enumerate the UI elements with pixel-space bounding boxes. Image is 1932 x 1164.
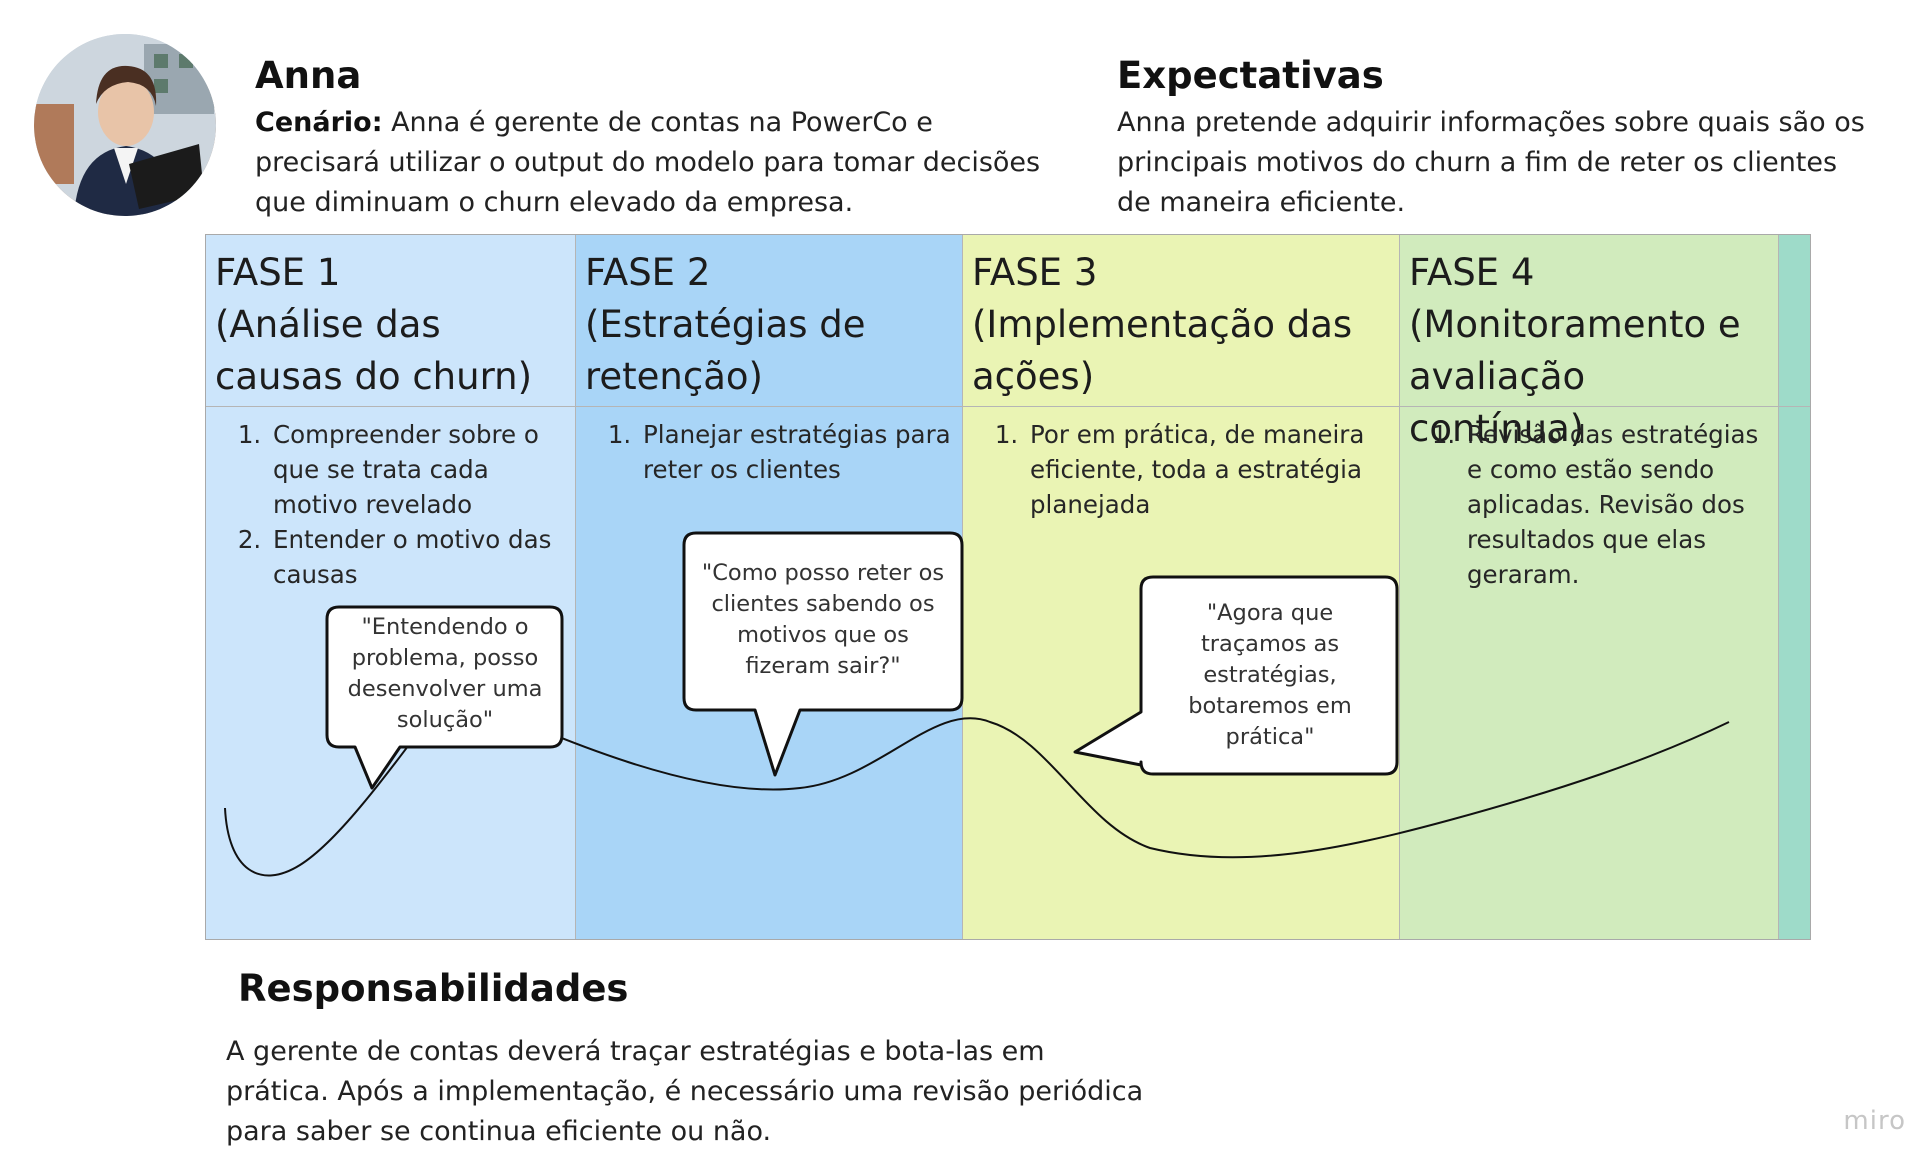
phase-2-title-line: FASE 2: [585, 251, 711, 294]
scenario-label: Cenário:: [255, 107, 383, 138]
miro-watermark: miro: [1843, 1106, 1906, 1136]
responsibilities-title: Responsabilidades: [238, 967, 629, 1010]
phase-3-list: Por em prática, de maneira eficiente, to…: [963, 417, 1399, 522]
phase-2-list-item: Planejar estratégias para reter os clien…: [639, 417, 962, 487]
emotion-curve: [224, 688, 1730, 877]
phase-4-title-line: FASE 4: [1409, 251, 1535, 294]
phase-1-title-line: (Análise das causas do churn): [215, 303, 533, 398]
phase-1-title-line: FASE 1: [215, 251, 341, 294]
phase-2-list: Planejar estratégias para reter os clien…: [576, 417, 962, 487]
scenario-text: Anna é gerente de contas na PowerCo e pr…: [255, 107, 1041, 218]
persona-scenario: Cenário: Anna é gerente de contas na Pow…: [255, 103, 1045, 223]
phase-3-title: FASE 3 (Implementação das ações): [963, 235, 1399, 407]
phase-1-list-item: Compreender sobre o que se trata cada mo…: [269, 417, 575, 522]
persona-name: Anna: [255, 54, 362, 97]
persona-avatar: [34, 34, 216, 216]
phase-2-title-line: (Estratégias de retenção): [585, 303, 866, 398]
phase-1-column: FASE 1 (Análise das causas do churn) Comp…: [206, 235, 576, 939]
phase-4-list-item: Revisão das estratégias e como estão sen…: [1463, 417, 1778, 592]
phase-2-title: FASE 2 (Estratégias de retenção): [576, 235, 962, 407]
phase-4-title-line: (Monitoramento e avaliação contínua): [1409, 303, 1741, 450]
phase-1-list: Compreender sobre o que se trata cada mo…: [206, 417, 575, 592]
phase-3-title-line: FASE 3: [972, 251, 1098, 294]
phase-1-title: FASE 1 (Análise das causas do churn): [206, 235, 575, 407]
responsibilities-text: A gerente de contas deverá traçar estrat…: [226, 1036, 1144, 1147]
expectations-text: Anna pretende adquirir informações sobre…: [1117, 107, 1865, 218]
extra-column-head: [1779, 235, 1810, 407]
bubble-2-shape: [682, 531, 964, 777]
bubble-1-shape: [325, 605, 564, 790]
extra-column: [1779, 235, 1810, 939]
phase-4-column: FASE 4 (Monitoramento e avaliação contínu…: [1400, 235, 1779, 939]
phase-3-column: FASE 3 (Implementação das ações) Por em p…: [963, 235, 1400, 939]
bubble-2-text: "Como posso reter os clientes sabendo os…: [701, 560, 945, 679]
bubble-3-text: "Agora que traçamos as estratégias, bota…: [1188, 600, 1352, 750]
phase-3-title-line: (Implementação das ações): [972, 303, 1353, 398]
phase-4-list: Revisão das estratégias e como estão sen…: [1400, 417, 1778, 592]
phase-4-title: FASE 4 (Monitoramento e avaliação contínu…: [1400, 235, 1778, 450]
phase-3-list-item: Por em prática, de maneira eficiente, to…: [1026, 417, 1399, 522]
phases-table: FASE 1 (Análise das causas do churn) Comp…: [205, 234, 1811, 940]
persona-photo: [34, 34, 216, 216]
expectations-title: Expectativas: [1117, 54, 1384, 97]
bubble-3-shape: [1073, 575, 1399, 776]
phase-1-list-item: Entender o motivo das causas: [269, 522, 575, 592]
bubble-1-text: "Entendendo o problema, posso desenvolve…: [347, 614, 543, 733]
